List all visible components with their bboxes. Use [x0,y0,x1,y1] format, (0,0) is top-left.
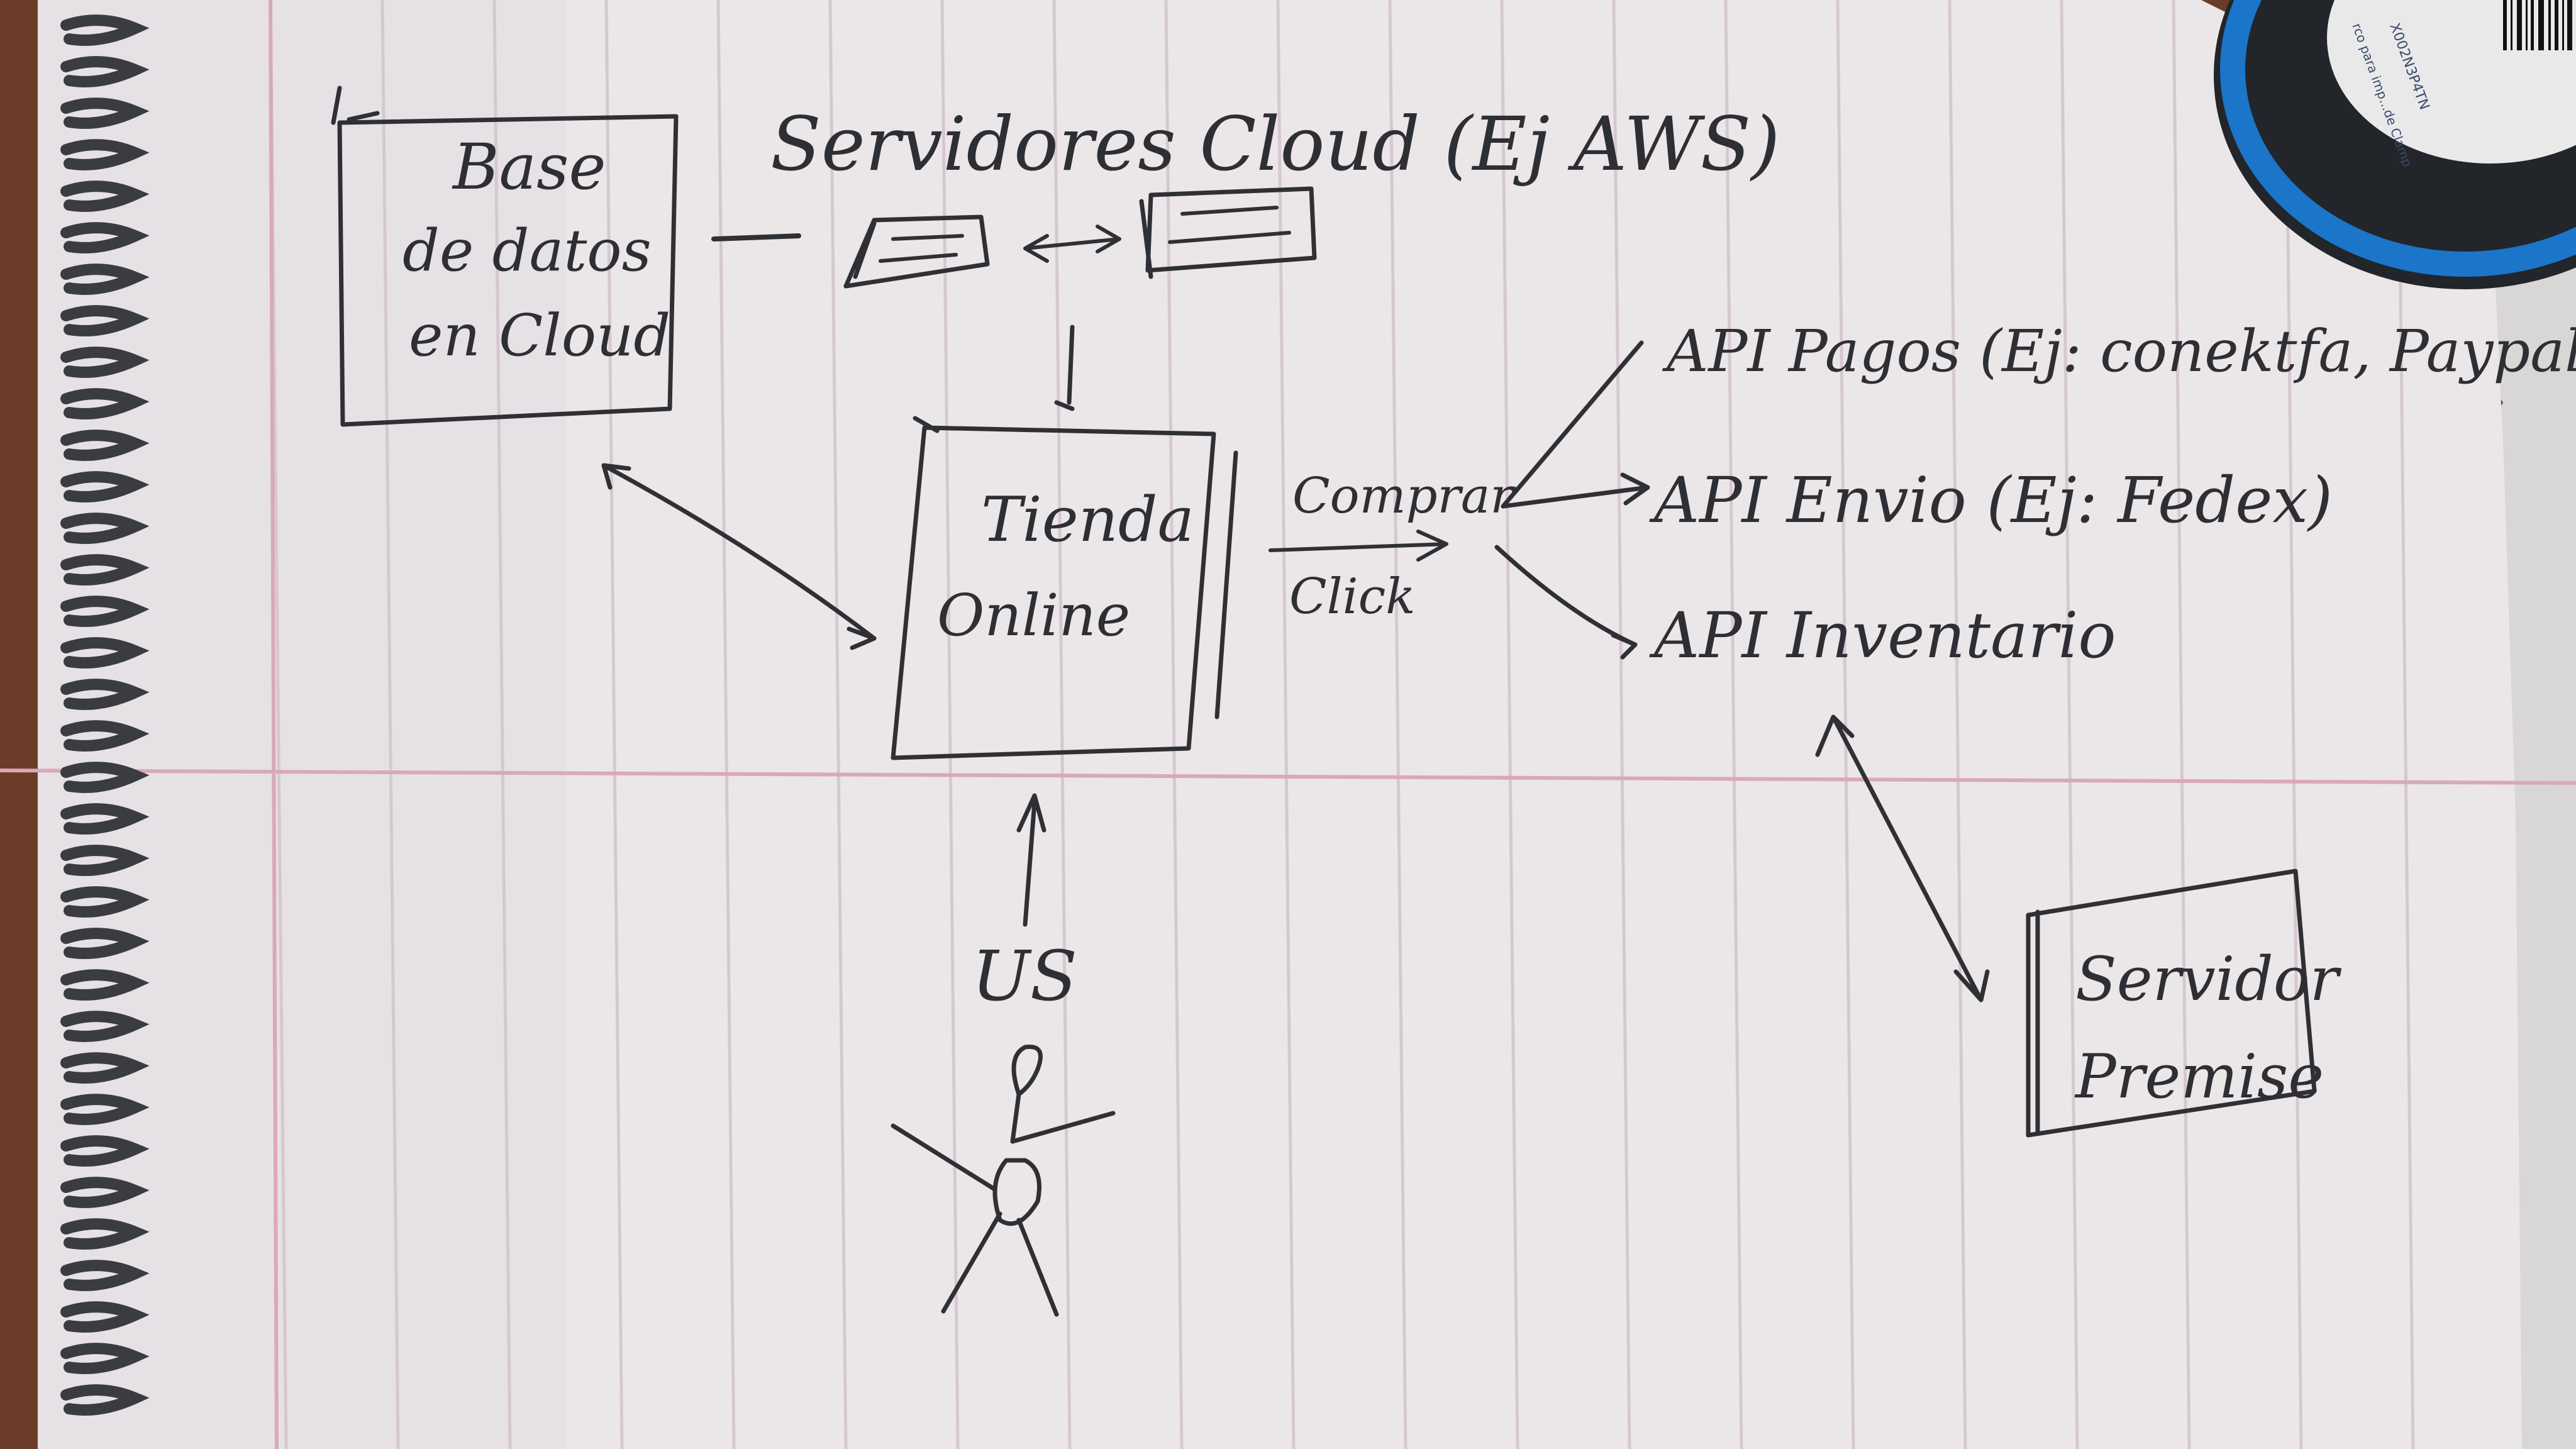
api-inventory-label: API Inventario [1649,599,2116,672]
rule-line [1500,0,1519,1449]
database-box [331,86,679,427]
store-label-line1: Tienda [981,484,1194,556]
spiral-ring [60,1301,150,1333]
db-server-link [711,233,801,242]
rule-line [380,0,400,1449]
spiral-ring [60,1135,150,1167]
spiral-binding [60,14,150,1416]
server-store-link [1054,325,1075,411]
store-label-line2: Online [937,582,1130,649]
on-premise-label-line2: Premise [2074,1041,2324,1112]
fanout-arrows [1501,340,1650,509]
rule-line [1052,0,1072,1449]
spiral-ring [60,1011,150,1042]
spiral-ring [60,264,150,295]
spiral-ring [60,720,150,752]
spiral-ring [60,97,150,129]
database-label-line3: en Cloud [409,302,670,369]
margin-line-vertical [269,0,279,1449]
rule-line [1948,0,1967,1449]
spiral-ring [60,969,150,1001]
notebook-page [38,0,2522,1449]
spiral-ring [60,180,150,212]
store-db-arrow [601,463,877,650]
ruled-lines [269,0,2415,1449]
user-label: US [972,936,1077,1016]
spiral-ring [60,1343,150,1374]
spiral-ring [60,388,150,419]
buy-click-label-line1: Comprar [1292,468,1516,525]
spiral-ring [60,14,150,46]
rule-line [2060,0,2079,1449]
database-label-line1: Base [452,130,606,204]
spiral-ring [60,637,150,669]
spiral-ring [60,222,150,253]
buy-click-label-line2: Click [1289,569,1416,625]
spiral-ring [60,430,150,461]
inventory-arrow [1494,545,1638,660]
user-store-arrow [1016,793,1046,927]
spiral-ring [60,1260,150,1291]
buy-click-arrow [1269,530,1448,562]
rule-line [940,0,960,1449]
on-premise-label-line1: Servidor [2075,944,2342,1014]
inventory-premise-arrow [1815,714,1990,1002]
spiral-ring [60,845,150,876]
database-label-line2: de datos [402,217,652,284]
spiral-ring [60,803,150,835]
rule-line [2284,0,2303,1449]
rule-line [1724,0,1743,1449]
on-premise-box [2026,869,2317,1138]
rule-line [716,0,736,1449]
rule-line [2172,0,2191,1449]
spiral-ring [60,513,150,544]
rule-line [1276,0,1296,1449]
user-stick-figure [891,1044,1116,1317]
spiral-ring [60,1384,150,1416]
spiral-ring [60,347,150,378]
spiral-ring [60,679,150,710]
spiral-ring [60,1094,150,1125]
spiral-ring [60,886,150,918]
store-box [891,416,1216,760]
server-sync-arrow [1023,225,1121,263]
margin-line [0,769,2576,785]
rule-line [828,0,848,1449]
spiral-ring [60,139,150,170]
spiral-ring [60,305,150,336]
rule-line [604,0,624,1449]
spiral-ring [60,928,150,959]
tape-roll: X002N3P4TN rco para imp...de Clamp [2214,0,2576,289]
spiral-ring [60,56,150,87]
cloud-server-2 [1139,186,1317,279]
spiral-ring [60,1218,150,1250]
rule-line [1388,0,1407,1449]
rule-line [1612,0,1631,1449]
diagram-title: Servidores Cloud (Ej AWS) [770,101,1780,187]
spiral-ring [60,471,150,502]
rule-line [492,0,512,1449]
spiral-ring [60,1177,150,1208]
store-side-line [1214,450,1238,719]
spiral-ring [60,596,150,627]
spiral-ring [60,1052,150,1084]
cloud-server-1 [843,214,990,289]
rule-line [1836,0,1855,1449]
spiral-ring [60,762,150,793]
api-shipping-label: API Envio (Ej: Fedex) [1649,464,2333,537]
spiral-ring [60,554,150,586]
api-payments-label: API Pagos (Ej: conektfa, Paypal) [1662,318,2576,385]
